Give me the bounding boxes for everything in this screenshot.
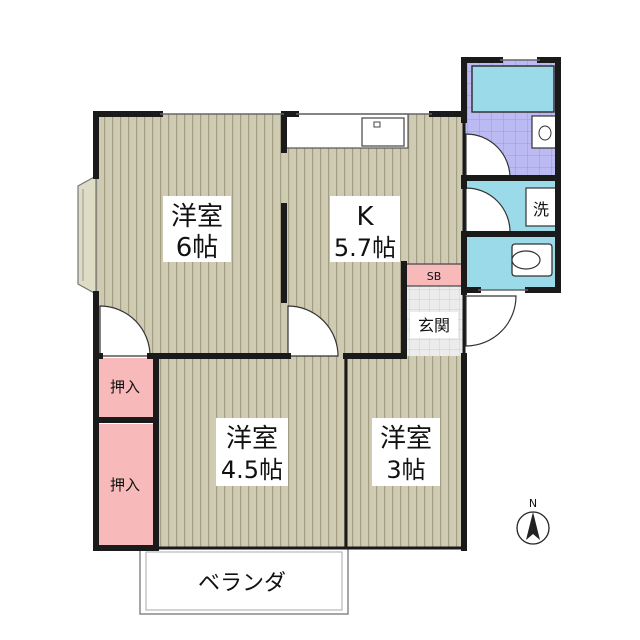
room-size-western-6: 6帖 [176, 233, 219, 263]
washer-label: 洗 [533, 200, 549, 219]
closet-small [98, 358, 156, 418]
veranda-label: ベランダ [198, 571, 286, 596]
north-compass-icon: N [516, 497, 550, 545]
entrance-label: 玄関 [418, 316, 450, 335]
closet-large [98, 424, 156, 548]
door-swing-kitchen [287, 305, 339, 357]
room-name-kitchen: K [356, 202, 374, 232]
bay-window [77, 174, 97, 296]
shoe-box-label: SB [427, 270, 442, 283]
door-swing-washroom [465, 187, 511, 233]
compass-label: N [529, 497, 537, 510]
room-name-western-45: 洋室 [226, 424, 278, 454]
door-swing-entrance [465, 295, 517, 347]
room-size-western-3: 3帖 [386, 456, 425, 484]
room-size-western-45: 4.5帖 [221, 456, 283, 484]
room-name-western-6: 洋室 [171, 202, 223, 232]
closet-large-label: 押入 [110, 476, 140, 494]
bathtub [471, 65, 555, 113]
room-size-kitchen: 5.7帖 [334, 234, 396, 262]
washbasin-icon [531, 115, 557, 149]
toilet-icon [511, 243, 553, 277]
closet-small-label: 押入 [110, 378, 140, 396]
washer-pan [525, 187, 557, 227]
sink-icon [361, 117, 405, 147]
room-name-western-3: 洋室 [380, 424, 432, 454]
